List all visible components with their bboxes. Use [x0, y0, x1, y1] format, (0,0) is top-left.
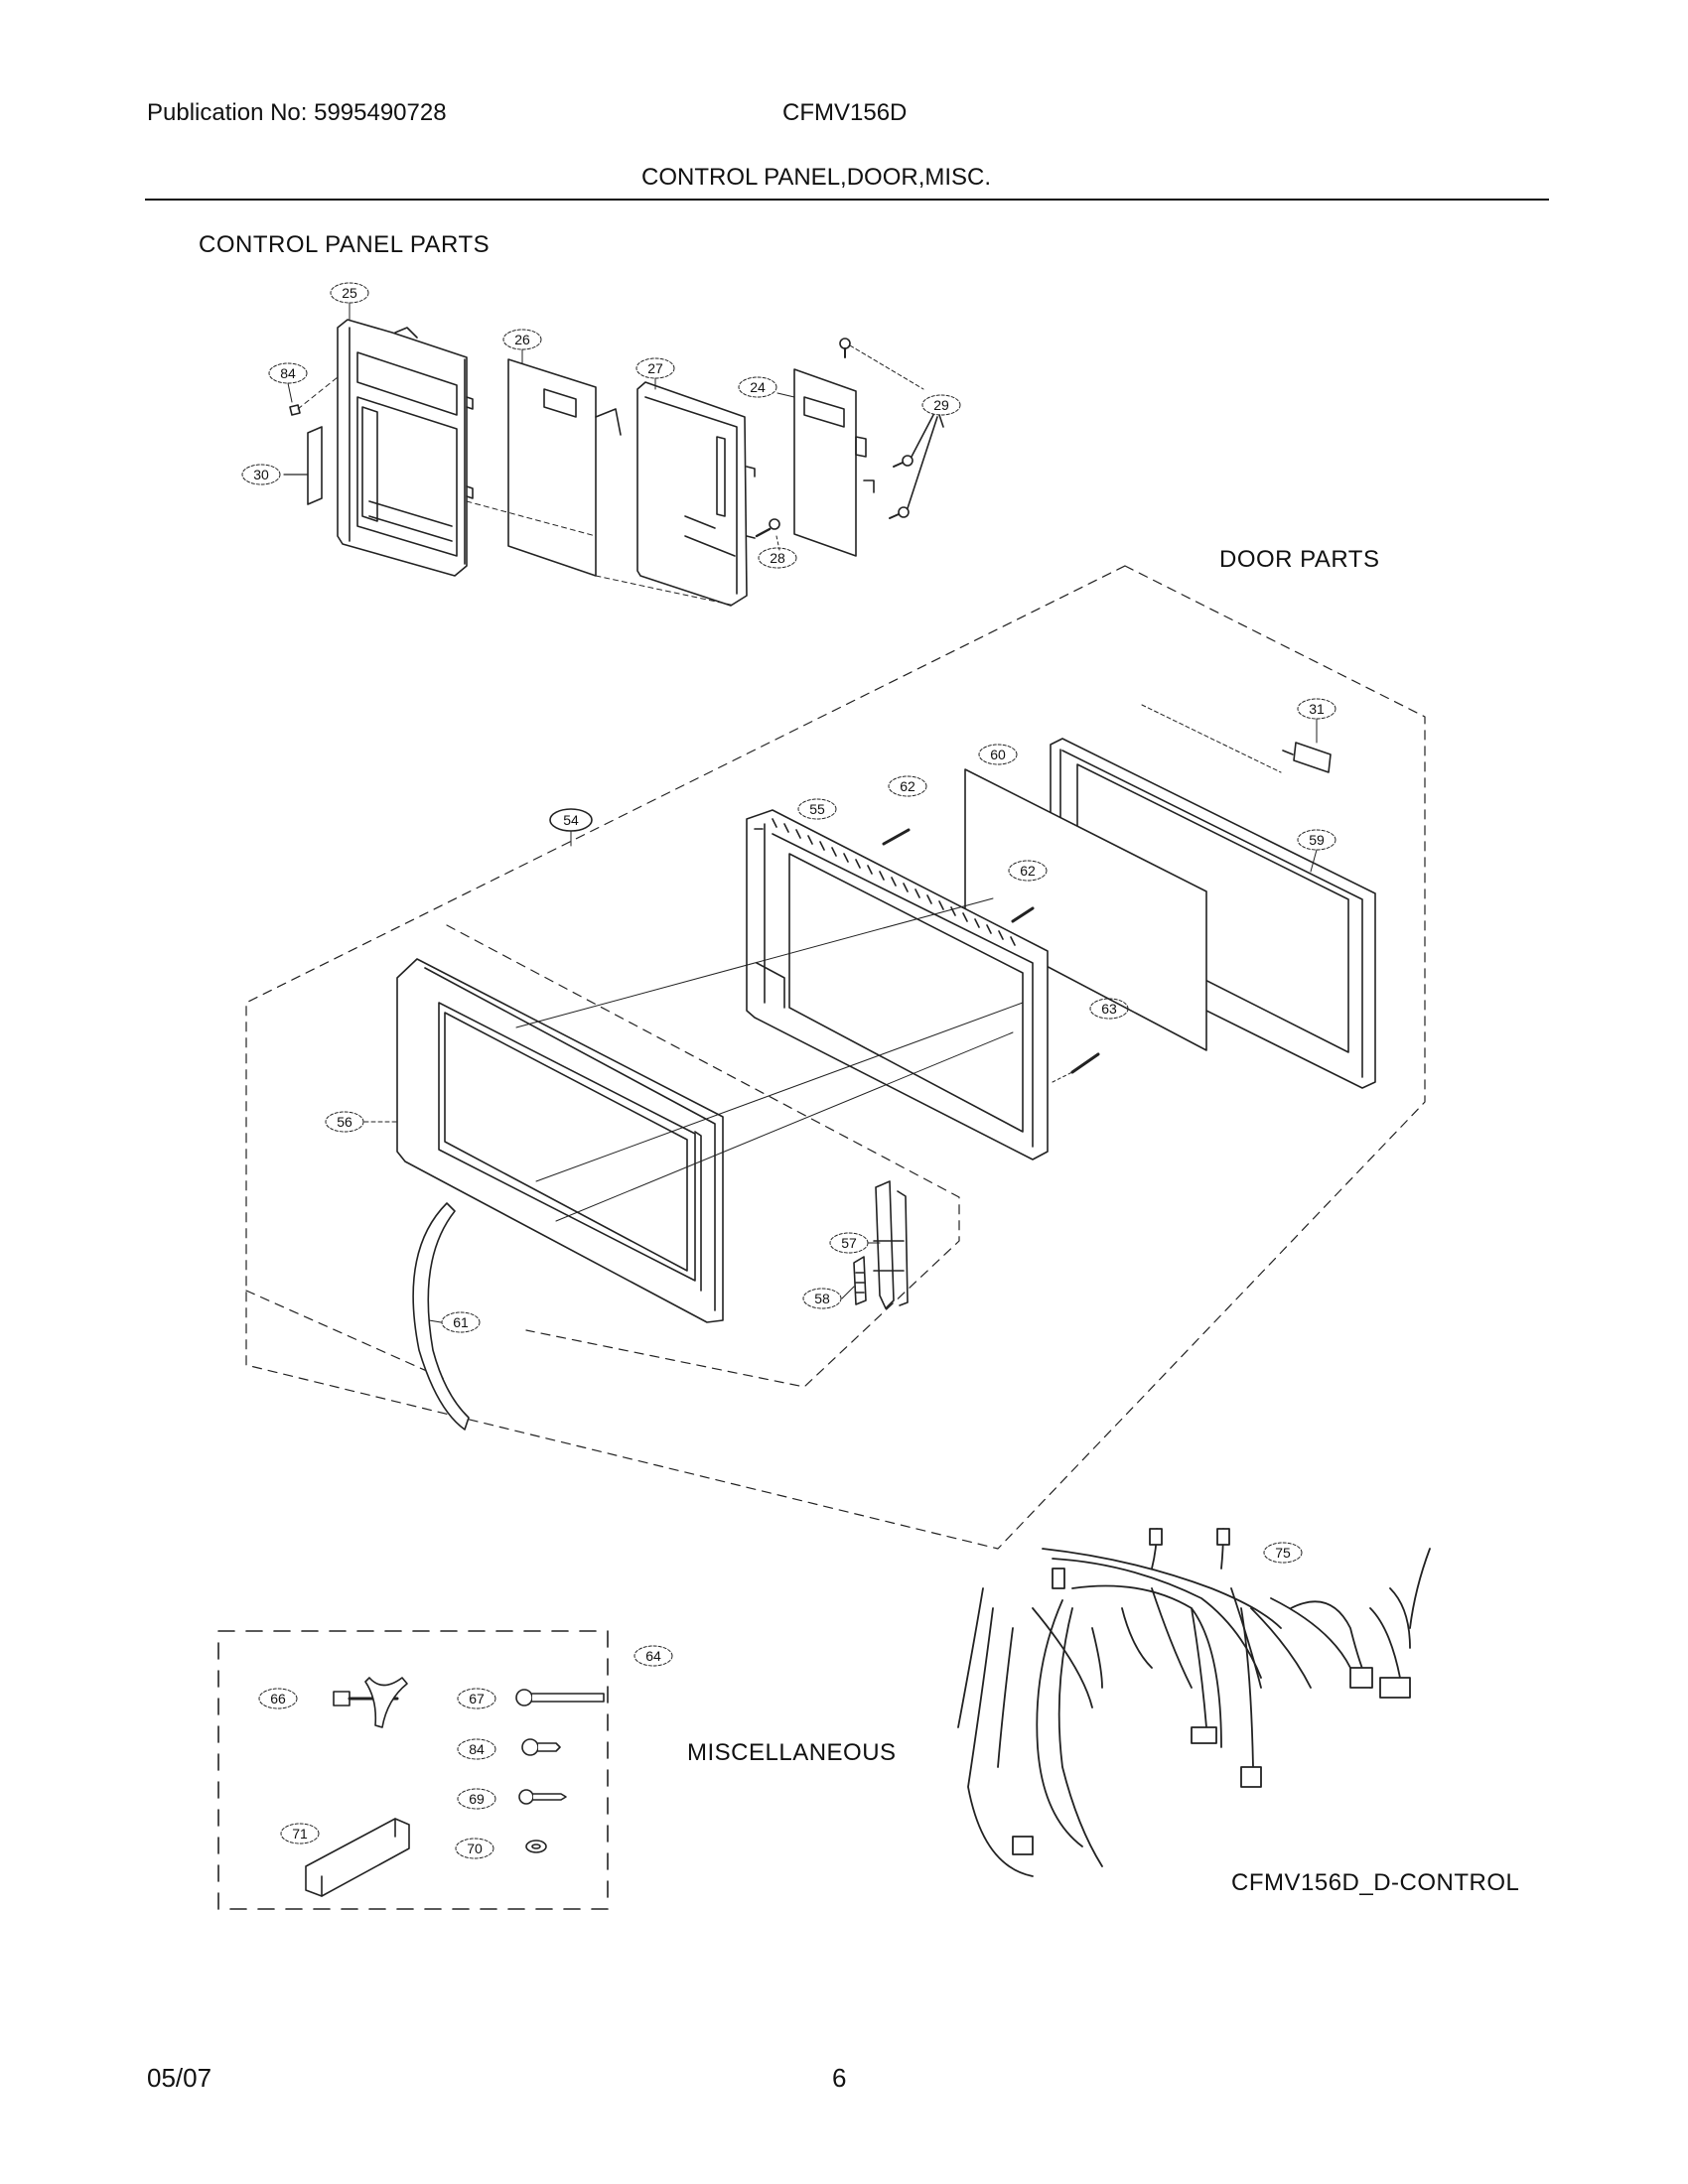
- toggle-bolt-66: [333, 1677, 408, 1728]
- svg-text:55: 55: [809, 801, 825, 817]
- svg-text:84: 84: [280, 365, 296, 381]
- svg-text:62: 62: [1020, 863, 1036, 879]
- callout-70: 70: [455, 1838, 494, 1859]
- svg-text:75: 75: [1275, 1545, 1291, 1561]
- callouts: 25 26 27 24 84 30 29 28 31 60 62 55 54 5…: [241, 282, 1336, 1859]
- bracket-71: [305, 1818, 410, 1897]
- svg-text:69: 69: [469, 1791, 485, 1807]
- footer-date: 05/07: [147, 2063, 212, 2093]
- screws-62: [882, 828, 1035, 923]
- svg-text:61: 61: [453, 1314, 469, 1330]
- svg-text:59: 59: [1309, 832, 1325, 848]
- section-miscellaneous: MISCELLANEOUS: [687, 1739, 897, 1766]
- svg-text:30: 30: [253, 467, 269, 482]
- control-board-24: [793, 368, 875, 557]
- section-harness-label: CFMV156D_D-CONTROL: [1231, 1869, 1520, 1896]
- callout-60: 60: [978, 744, 1018, 765]
- callout-54: 54: [549, 808, 593, 832]
- svg-text:56: 56: [337, 1114, 352, 1130]
- callout-84: 84: [268, 362, 308, 384]
- svg-text:54: 54: [563, 812, 579, 828]
- wire-harness-75: [957, 1528, 1431, 1877]
- screw-63: [1052, 1052, 1100, 1083]
- svg-text:84: 84: [469, 1741, 485, 1757]
- svg-text:71: 71: [292, 1826, 308, 1842]
- callout-27: 27: [635, 357, 675, 379]
- svg-text:70: 70: [467, 1841, 483, 1856]
- svg-text:60: 60: [990, 747, 1006, 762]
- bolt-67: [515, 1689, 605, 1706]
- callout-69: 69: [457, 1788, 496, 1810]
- membrane-26: [466, 358, 622, 577]
- callout-55: 55: [797, 798, 837, 820]
- svg-text:57: 57: [841, 1235, 857, 1251]
- door-glass-60: [964, 768, 1207, 1051]
- latch-31: [1141, 704, 1332, 773]
- door-choke-frame-55: [746, 809, 1049, 1160]
- callout-71: 71: [280, 1823, 320, 1844]
- section-door-parts: DOOR PARTS: [1219, 546, 1380, 573]
- svg-text:67: 67: [469, 1691, 485, 1706]
- bracket-27: [595, 381, 756, 607]
- callout-30: 30: [241, 464, 281, 485]
- door-outer-56: [396, 897, 1024, 1323]
- misc-group: [217, 1630, 609, 1910]
- screw-69: [518, 1789, 567, 1805]
- callout-28: 28: [758, 547, 797, 569]
- callout-58: 58: [802, 1288, 842, 1309]
- callout-61: 61: [441, 1311, 481, 1333]
- page-title: CONTROL PANEL,DOOR,MISC.: [641, 164, 992, 191]
- svg-text:25: 25: [342, 285, 357, 301]
- svg-text:63: 63: [1101, 1001, 1117, 1017]
- callout-84b: 84: [457, 1738, 496, 1760]
- footer-page-number: 6: [832, 2063, 847, 2093]
- callout-25: 25: [330, 282, 369, 304]
- callout-62b: 62: [1008, 860, 1048, 882]
- door-handle-61: [412, 1202, 470, 1431]
- svg-text:26: 26: [514, 332, 530, 347]
- callout-24: 24: [738, 376, 777, 398]
- model-number: CFMV156D: [782, 99, 908, 126]
- callout-66: 66: [258, 1688, 298, 1709]
- screw-84-misc: [521, 1738, 561, 1756]
- control-panel-group: [283, 319, 944, 607]
- callout-62: 62: [888, 775, 927, 797]
- door-hook-57: [873, 1180, 909, 1309]
- svg-text:24: 24: [750, 379, 766, 395]
- door-group: [245, 565, 1426, 1550]
- callout-67: 67: [457, 1688, 496, 1709]
- screw-28: [755, 518, 780, 551]
- label-30: [283, 426, 323, 505]
- callout-59: 59: [1297, 829, 1336, 851]
- screws-29: [839, 338, 944, 519]
- callout-63: 63: [1089, 998, 1129, 1020]
- callout-64: 64: [633, 1645, 673, 1667]
- svg-text:66: 66: [270, 1691, 286, 1706]
- callout-75: 75: [1263, 1542, 1303, 1564]
- callout-57: 57: [829, 1232, 869, 1254]
- callout-29: 29: [921, 394, 961, 416]
- svg-text:31: 31: [1309, 701, 1325, 717]
- door-spring-58: [853, 1256, 867, 1305]
- svg-text:29: 29: [933, 397, 949, 413]
- svg-text:58: 58: [814, 1291, 830, 1306]
- section-control-panel-parts: CONTROL PANEL PARTS: [199, 231, 491, 258]
- svg-text:62: 62: [900, 778, 915, 794]
- callout-31: 31: [1297, 698, 1336, 720]
- control-panel-frame: [337, 319, 474, 577]
- callout-26: 26: [502, 329, 542, 350]
- leader-lines: [287, 302, 1318, 1323]
- header-rule: [145, 199, 1549, 201]
- svg-text:64: 64: [645, 1648, 661, 1664]
- washer-70: [525, 1840, 547, 1853]
- screw-84: [289, 376, 339, 416]
- publication-number: Publication No: 5995490728: [147, 99, 447, 126]
- callout-56: 56: [325, 1111, 364, 1133]
- svg-text:27: 27: [647, 360, 663, 376]
- svg-text:28: 28: [770, 550, 785, 566]
